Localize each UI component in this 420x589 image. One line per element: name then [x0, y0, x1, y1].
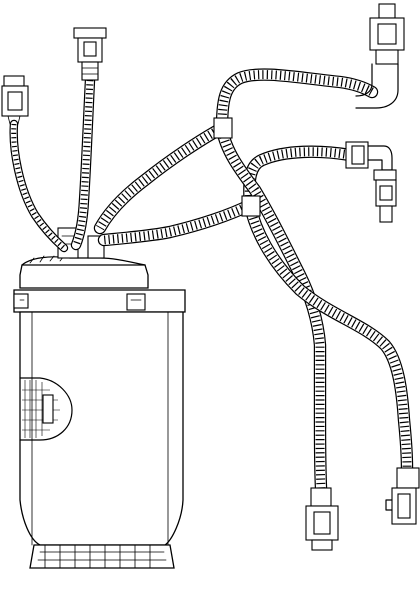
hose-assembly [9, 68, 414, 495]
connector-top-right [355, 3, 405, 109]
center-left-branch [93, 121, 257, 247]
outer-right-hose-corrugation [245, 204, 412, 469]
cutaway-hatching [22, 380, 60, 438]
left-tall-hose-corrugation [72, 79, 94, 247]
left-wire-loom [9, 119, 69, 253]
outer-right-hose [243, 198, 414, 475]
connector-bottom-right [385, 467, 420, 525]
inner-right-hose [215, 121, 328, 495]
connector-top-left [1, 75, 29, 125]
hose-junction-1 [213, 117, 233, 139]
top-right-hose-corrugation [217, 70, 375, 129]
connector-top-center [73, 27, 107, 81]
pump-canister [13, 264, 186, 569]
connector-mid-right [345, 141, 397, 223]
hose-junction-2 [241, 195, 261, 217]
left-tall-hose [70, 74, 96, 251]
connector-bottom-left [305, 487, 339, 551]
top-right-hose [215, 68, 379, 135]
center-left-branch-corrugation [96, 124, 253, 245]
